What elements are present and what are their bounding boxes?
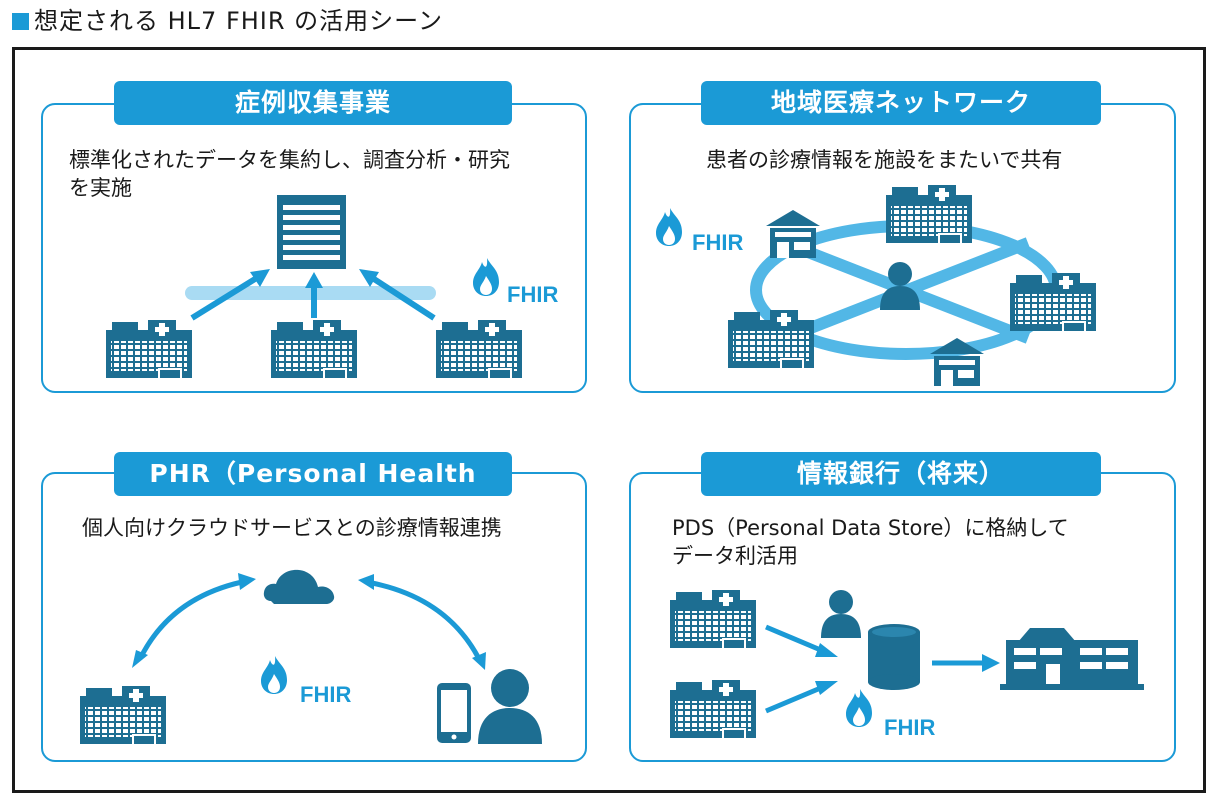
panel-desc-case-collection: 標準化されたデータを集約し、調査分析・研究 を実施 [69, 146, 510, 202]
upload-arrows [190, 269, 436, 321]
panel-label-info-bank: 情報銀行（将来） [701, 452, 1101, 496]
fhir-flame-icon [261, 656, 287, 694]
hospital-icon [271, 320, 357, 378]
outer-frame [12, 47, 1206, 793]
fhir-label: FHIR [692, 230, 743, 255]
hospital-icon [886, 185, 972, 243]
panel-label-regional-network: 地域医療ネットワーク [701, 81, 1101, 125]
panel-label-phr: PHR（Personal Health Record） [114, 452, 512, 532]
page-title: 想定される HL7 FHIR の活用シーン [12, 6, 443, 36]
desc-line: PDS（Personal Data Store）に格納して [672, 516, 1069, 540]
data-flow-arrows [765, 624, 1000, 714]
fhir-flame-icon [473, 258, 499, 296]
hospital-icon [106, 320, 192, 378]
clinic-icon [766, 210, 820, 258]
hospital-icon [670, 590, 756, 648]
title-square-icon [12, 13, 29, 30]
hospital-icon [80, 686, 166, 744]
fhir-label: FHIR [884, 715, 935, 740]
hospital-icon [728, 310, 814, 368]
fhir-label: FHIR [507, 282, 558, 307]
case-collection-artwork: FHIR [106, 195, 558, 378]
hospital-icon [670, 680, 756, 738]
fhir-label: FHIR [300, 682, 351, 707]
fhir-flame-icon [656, 208, 682, 246]
sync-arrows [132, 573, 486, 670]
page-title-text: 想定される HL7 FHIR の活用シーン [34, 7, 443, 35]
cloud-icon [263, 569, 335, 604]
hospital-icon [436, 320, 522, 378]
info-bank-artwork: FHIR [670, 590, 1144, 740]
central-database-building-icon [277, 195, 346, 269]
desc-line: 患者の診療情報を施設をまたいで共有 [706, 148, 1063, 172]
panel-desc-regional-network: 患者の診療情報を施設をまたいで共有 [706, 146, 1062, 174]
regional-network-artwork: FHIR [656, 185, 1096, 386]
desc-line: データ利活用 [672, 544, 798, 568]
panel-label-case-collection: 症例収集事業 [114, 81, 512, 125]
hospital-icon [1010, 273, 1096, 331]
panel-desc-phr: 個人向けクラウドサービスとの診療情報連携 [82, 514, 502, 542]
desc-line: を実施 [69, 176, 132, 200]
person-icon [821, 590, 861, 638]
desc-line: 標準化されたデータを集約し、調査分析・研究 [69, 148, 510, 172]
smartphone-icon [437, 683, 471, 743]
person-icon [478, 669, 542, 744]
database-icon [868, 624, 920, 690]
panel-desc-info-bank: PDS（Personal Data Store）に格納して データ利活用 [672, 514, 1069, 570]
desc-line: 個人向けクラウドサービスとの診療情報連携 [82, 516, 502, 540]
fhir-flame-icon [846, 689, 872, 727]
phr-artwork: FHIR [80, 569, 542, 744]
aggregation-bar [185, 286, 436, 300]
company-building-icon [1000, 628, 1144, 690]
